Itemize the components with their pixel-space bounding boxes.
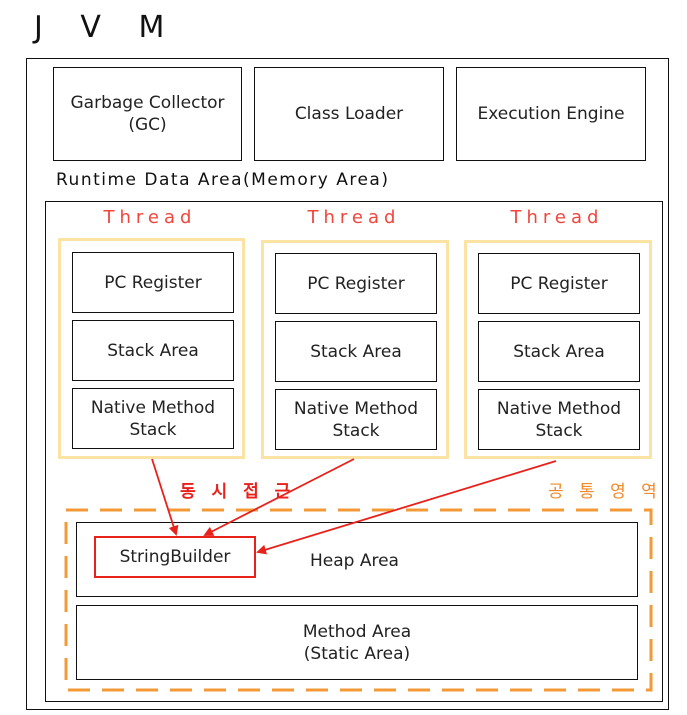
thread-3-stack-area: Stack Area	[478, 321, 640, 382]
garbage-collector-box: Garbage Collector (GC)	[53, 67, 242, 161]
thread-3-pc-register-label: PC Register	[510, 273, 608, 294]
thread-1-label: Thread	[103, 207, 197, 228]
garbage-collector-label: Garbage Collector (GC)	[70, 93, 225, 135]
method-area-label: Method Area (Static Area)	[302, 621, 412, 664]
thread-2-pc-register: PC Register	[275, 253, 437, 314]
thread-2-native-method-stack: Native Method Stack	[275, 389, 437, 450]
heap-area-label: Heap Area	[310, 551, 399, 571]
thread-2-pc-register-label: PC Register	[307, 273, 405, 294]
thread-1-arrow	[151, 458, 179, 536]
thread-2-arrow	[203, 458, 355, 536]
thread-3-native-method-stack: Native Method Stack	[478, 389, 640, 450]
method-area-box: Method Area (Static Area)	[76, 605, 638, 680]
jvm-title: J V M	[34, 10, 179, 45]
thread-1-stack-area-label: Stack Area	[107, 340, 199, 361]
string-builder-label: StringBuilder	[119, 547, 231, 567]
thread-3-native-method-stack-label: Native Method Stack	[496, 398, 622, 441]
thread-1-native-method-stack-label: Native Method Stack	[90, 397, 216, 440]
common-area-label: 공 통 영 역	[548, 482, 662, 502]
thread-3-label: Thread	[510, 207, 604, 228]
thread-1-pc-register-label: PC Register	[104, 272, 202, 293]
class-loader-box: Class Loader	[254, 67, 444, 161]
thread-1-native-method-stack: Native Method Stack	[72, 388, 234, 449]
execution-engine-box: Execution Engine	[456, 67, 646, 161]
runtime-data-area	[45, 201, 663, 702]
thread-2-native-method-stack-label: Native Method Stack	[293, 398, 419, 441]
thread-3-arrow	[256, 460, 557, 555]
thread-2-label: Thread	[307, 207, 401, 228]
class-loader-label: Class Loader	[294, 104, 404, 124]
thread-3-stack-area-label: Stack Area	[513, 341, 605, 362]
thread-1-stack-area: Stack Area	[72, 320, 234, 381]
thread-3-pc-register: PC Register	[478, 253, 640, 314]
execution-engine-label: Execution Engine	[477, 104, 625, 124]
concurrent-access-label: 동 시 접 근	[180, 482, 296, 502]
thread-2-stack-area-label: Stack Area	[310, 341, 402, 362]
runtime-data-area-label: Runtime Data Area(Memory Area)	[56, 170, 390, 190]
thread-2-stack-area: Stack Area	[275, 321, 437, 382]
string-builder-box: StringBuilder	[94, 536, 256, 578]
jvm-container	[26, 58, 669, 710]
thread-1-pc-register: PC Register	[72, 252, 234, 313]
